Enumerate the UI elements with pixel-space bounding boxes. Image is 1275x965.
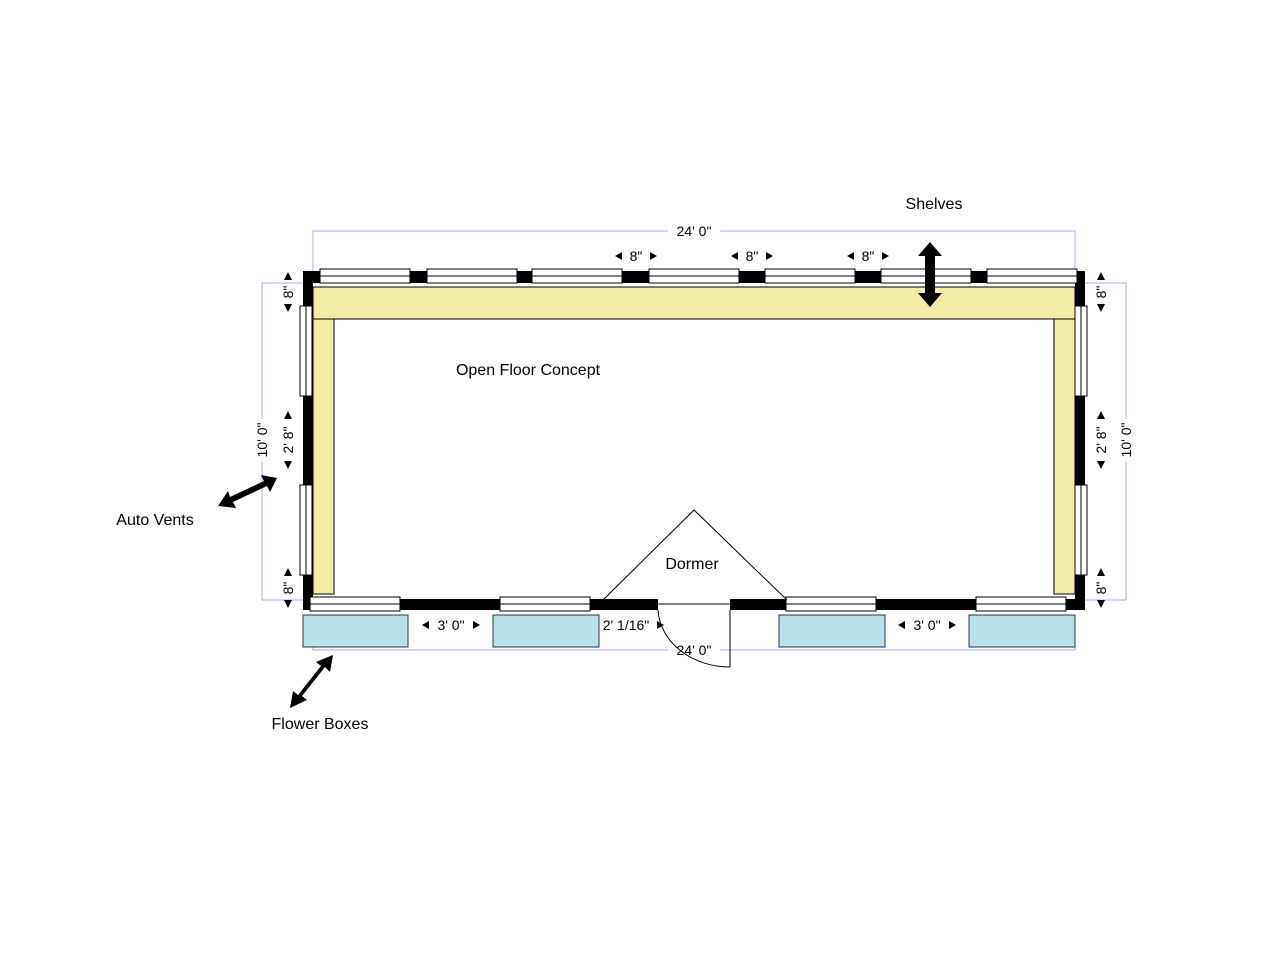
- dormer-label: Dormer: [665, 556, 719, 573]
- flower-boxes-arrow-icon: [290, 655, 333, 708]
- window-bottom: [785, 596, 877, 612]
- window-top: [426, 268, 518, 284]
- dim-top-gap: 8": [746, 248, 759, 264]
- window-left: [299, 305, 313, 397]
- window-left: [299, 484, 313, 576]
- window-top: [764, 268, 856, 284]
- dim-right-top: 8": [1093, 286, 1109, 299]
- shelves-label: Shelves: [906, 196, 963, 213]
- auto-vents-arrow-icon: [218, 475, 277, 508]
- dormer-outline: [602, 509, 788, 601]
- dim-top-length: 24' 0": [677, 223, 712, 239]
- window-top: [319, 268, 411, 284]
- dim-right-width: 10' 0": [1118, 423, 1134, 458]
- door: [657, 609, 731, 668]
- auto-vents-label: Auto Vents: [116, 512, 193, 529]
- window-right: [1074, 305, 1088, 397]
- callout-arrows: [218, 242, 942, 708]
- dim-left-top: 8": [280, 286, 296, 299]
- window-bottom: [309, 596, 401, 612]
- dim-left-mid: 2' 8": [280, 426, 296, 453]
- window-top: [986, 268, 1078, 284]
- open-floor-label: Open Floor Concept: [456, 362, 601, 379]
- dim-bottom-gap: 3' 0": [913, 617, 940, 633]
- dim-right-bottom: 8": [1093, 582, 1109, 595]
- window-bottom: [975, 596, 1067, 612]
- dim-top-gap: 8": [630, 248, 643, 264]
- window-right: [1074, 484, 1088, 576]
- window-top: [648, 268, 740, 284]
- window-bottom: [499, 596, 591, 612]
- flower-boxes: [302, 614, 1076, 648]
- dim-top-gap: 8": [862, 248, 875, 264]
- dim-bottom-gap: 3' 0": [437, 617, 464, 633]
- dim-bottom-length: 24' 0": [677, 642, 712, 658]
- dim-right-mid: 2' 8": [1093, 426, 1109, 453]
- window-top: [531, 268, 623, 284]
- shelves-arrow-icon: [918, 242, 942, 307]
- dim-left-width: 10' 0": [254, 423, 270, 458]
- dim-left-bottom: 8": [280, 582, 296, 595]
- windows: [299, 268, 1088, 612]
- flower-boxes-label: Flower Boxes: [272, 716, 369, 733]
- shelves: [312, 286, 1076, 595]
- dim-door: 2' 1/16": [603, 617, 650, 633]
- dimension-labels: 24' 0" 24' 0" 10' 0" 10' 0" 8" 8" 8" 3' …: [254, 223, 1134, 658]
